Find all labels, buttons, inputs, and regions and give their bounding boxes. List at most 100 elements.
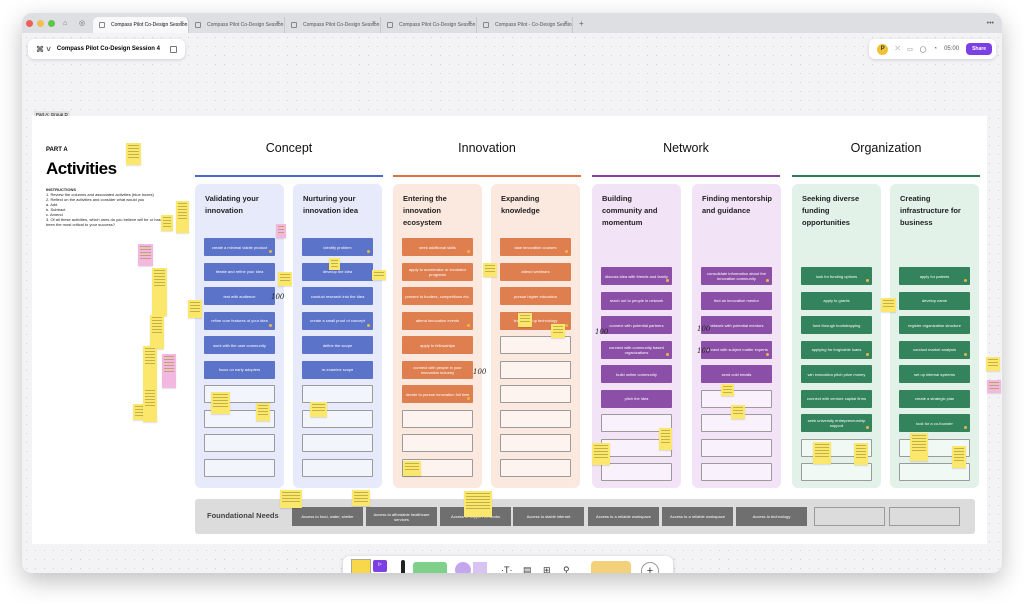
activity-card[interactable]: develop name [899,291,970,310]
tab-close-icon[interactable]: × [467,20,472,27]
foundational-need-card[interactable]: Access to food, water, shelter [292,507,363,526]
empty-card-slot[interactable] [801,463,872,481]
activity-card[interactable]: present to funders, competitions etc. [402,287,473,305]
activity-card[interactable]: define the scope [302,336,373,354]
activity-card[interactable]: work with the user community [204,336,275,354]
empty-card-slot[interactable] [500,458,571,477]
minimize-window-button[interactable] [37,19,44,27]
sticky-note[interactable] [518,313,532,327]
tab-close-icon[interactable]: × [275,20,280,27]
activity-card[interactable]: look for funding options [801,267,872,285]
empty-card-slot[interactable] [500,336,571,354]
activity-card[interactable]: reach out to people in network [601,291,672,310]
pen-tool-icon[interactable] [401,560,405,573]
tab-3[interactable]: Compass Pilot Co-Design Session 7× [285,17,381,33]
tab-close-icon[interactable]: × [179,20,184,27]
sticky-note[interactable] [329,258,340,270]
activity-card[interactable]: connect with subject matter experts [701,340,772,359]
activity-card[interactable]: look for a co-founder [899,414,970,432]
share-button[interactable]: Share [966,43,992,55]
empty-card-slot[interactable] [500,409,571,428]
activity-card[interactable]: create a minimal viable product [204,238,275,256]
activity-card[interactable]: register organization structure [899,316,970,334]
activity-card[interactable]: build online community [601,365,672,383]
empty-card-slot[interactable] [402,409,473,428]
activity-card[interactable]: test with audience [204,287,275,305]
activity-card[interactable]: find an innovation mentor [701,291,772,310]
empty-card-slot[interactable] [500,360,571,379]
activity-card[interactable]: refine core features of your idea [204,311,275,330]
tab-4[interactable]: Compass Pilot Co-Design Session 8× [381,17,477,33]
sticky-note[interactable] [551,324,565,338]
activity-card[interactable]: network with potential mentors [701,316,772,334]
new-tab-button[interactable]: + [579,18,584,28]
sticky-note[interactable] [659,428,672,450]
activity-card[interactable]: apply to fellowships [402,336,473,354]
empty-card-slot[interactable] [204,434,275,452]
activity-card[interactable]: applying for forgivable loans [801,340,872,359]
activity-card[interactable]: fund through bootstrapping [801,316,872,334]
text-tool-icon[interactable]: ·T· [501,565,513,573]
sticky-note[interactable] [138,244,153,266]
empty-card-slot[interactable] [402,434,473,452]
empty-card-slot[interactable] [204,458,275,477]
activity-card[interactable]: connect with potential partners [601,316,672,334]
frame-label[interactable]: Part A: Group D [34,111,70,118]
board-frame[interactable]: PART A Activities INSTRUCTIONS 1. Review… [32,116,1001,544]
sticky-note[interactable] [403,461,421,476]
empty-card-slot[interactable] [302,434,373,452]
tab-2[interactable]: Compass Pilot Co-Design Session 6× [189,17,285,33]
sticky-note[interactable] [162,354,176,388]
sticky-note[interactable] [881,298,896,312]
sticky-note[interactable] [592,443,610,465]
activity-card[interactable]: conduct market analysis [899,340,970,359]
stickers-icon[interactable] [591,561,631,573]
activity-card[interactable]: pursue higher education [500,287,571,305]
activity-card[interactable]: connect with venture capital firms [801,389,872,408]
sticky-note[interactable] [256,403,270,421]
copy-icon[interactable] [169,45,177,53]
empty-card-slot[interactable] [500,434,571,452]
sticky-note[interactable] [161,215,173,231]
pointer-tool-icon[interactable]: ▹ [373,560,387,572]
activity-card[interactable]: seek university entrepreneurship support [801,414,872,432]
sticky-note-stack-icon[interactable] [351,559,371,573]
home-icon[interactable]: ⌂ [63,19,68,27]
activity-card[interactable]: develop the idea [302,262,373,281]
logo-menu-icon[interactable]: ⌘ ˅ [36,44,51,54]
empty-need-slot[interactable] [814,507,885,526]
tab-1[interactable]: Compass Pilot Co-Design Session 4× [93,17,189,33]
whiteboard-canvas[interactable]: ⌘ ˅ Compass Pilot Co-Design Session 4 P … [22,33,1002,573]
sticky-note[interactable] [310,402,327,417]
sticky-note[interactable] [276,224,286,238]
document-title[interactable]: Compass Pilot Co-Design Session 4 [56,46,160,52]
table-tool-icon[interactable]: ⊞ [543,565,551,573]
comment-icon[interactable]: ◯ [919,46,927,53]
sticky-note[interactable] [854,443,868,465]
more-tools-button[interactable]: + [641,562,659,573]
activity-card[interactable]: connect with people in your innovation i… [402,360,473,379]
foundational-need-card[interactable]: Access to affordable healthcare services [366,507,437,526]
tab-close-icon[interactable]: × [563,20,568,27]
activity-card[interactable]: connect with community based organizatio… [601,340,672,359]
empty-card-slot[interactable] [302,458,373,477]
frame-tool-icon[interactable]: ▤ [523,565,532,573]
activity-card[interactable]: iterate and refine your idea [204,262,275,281]
empty-card-slot[interactable] [601,414,672,432]
sticky-note[interactable] [464,491,492,517]
activity-card[interactable]: discuss idea with friends and family [601,267,672,285]
activity-card[interactable]: set up internal systems [899,365,970,383]
present-icon[interactable]: ▭ [907,46,913,53]
sticky-note[interactable] [372,270,386,280]
sticky-note[interactable] [152,268,167,316]
sticky-note[interactable] [143,346,157,388]
sticky-note[interactable] [176,201,189,233]
shape-tool-icon[interactable] [455,562,471,573]
maximize-window-button[interactable] [48,19,55,27]
sticky-note[interactable] [280,490,302,508]
timer-icon[interactable]: ◔ [933,46,938,52]
activity-card[interactable]: focus on early adopters [204,360,275,379]
sticky-note[interactable] [150,315,164,349]
sticky-note[interactable] [721,384,734,396]
activity-card[interactable]: conduct research into the idea [302,287,373,305]
